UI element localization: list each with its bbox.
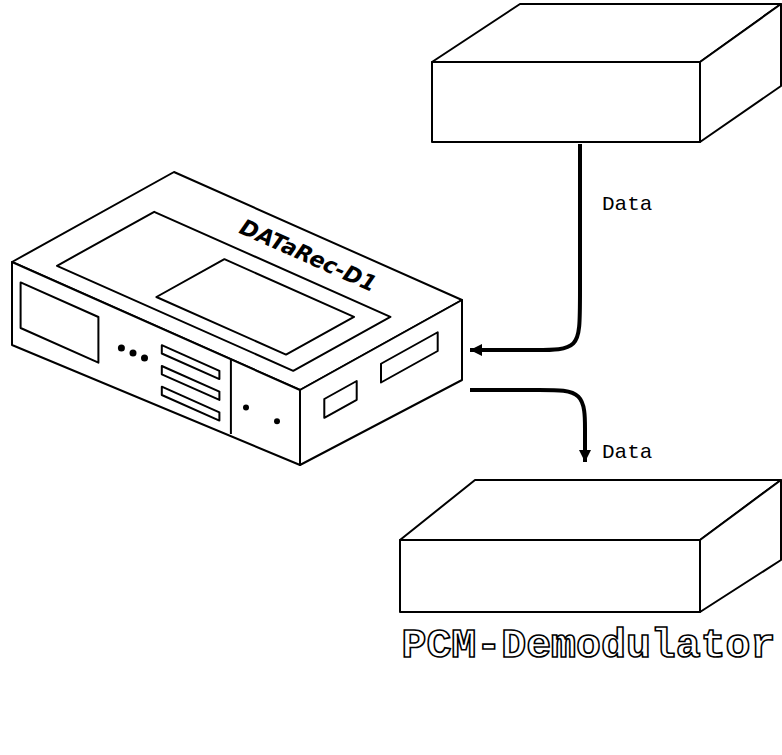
front-button (118, 345, 125, 352)
front-knob (243, 405, 249, 411)
data-arrow (470, 390, 585, 462)
front-button (141, 355, 148, 362)
storage-box (430, 2, 782, 144)
box-front-face (432, 62, 700, 142)
edge-label: Data (600, 440, 654, 465)
data-arrow (470, 144, 580, 350)
front-slot (162, 387, 220, 421)
recorder-panel (57, 212, 390, 371)
front-divider (230, 359, 232, 434)
box-side-face (700, 4, 781, 142)
side-port (381, 332, 438, 382)
node-label: PCM-Demodulator (395, 622, 782, 670)
recorder-device: DATaRec-D1 (0, 140, 470, 470)
node-label: DATaRec-D1 (236, 216, 379, 296)
front-knob (274, 418, 280, 424)
box-front-face (400, 540, 700, 612)
edge-label: Data (600, 192, 654, 217)
demodulator-box: PCM-Demodulator (395, 462, 782, 697)
side-port (324, 381, 356, 418)
front-display (21, 282, 99, 362)
box-side-face (700, 480, 781, 612)
front-button (130, 350, 137, 357)
